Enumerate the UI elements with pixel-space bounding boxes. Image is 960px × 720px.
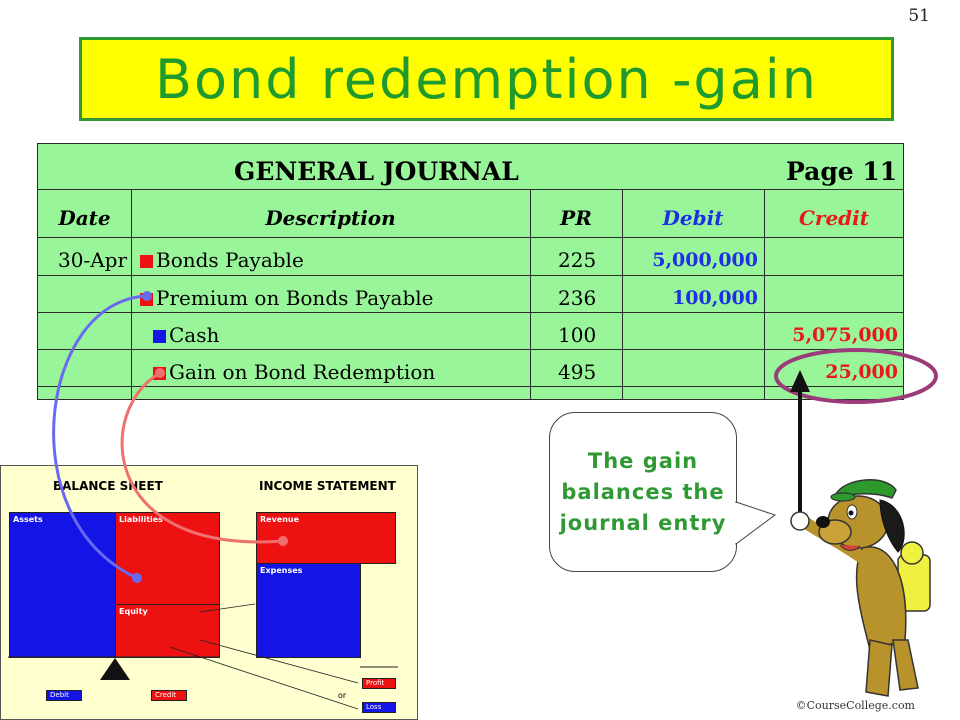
journal-divider [38, 275, 903, 276]
col-head-description: Description [265, 206, 396, 230]
debit-legend: Debit [46, 690, 82, 701]
row-3-description: Cash [153, 323, 219, 347]
row-1-pr: 225 [558, 248, 597, 272]
row-1-description: Bonds Payable [140, 248, 304, 272]
bubble-tail [735, 501, 777, 545]
slide-number: 51 [908, 6, 930, 26]
equity-label: Equity [119, 607, 148, 616]
expenses-arrow [199, 603, 256, 613]
title-banner: Bond redemption -gain [79, 37, 894, 121]
connector-revenue [120, 371, 284, 544]
journal-divider [38, 237, 903, 238]
row-4-pr: 495 [558, 360, 597, 384]
speech-bubble: The gain balances the journal entry [549, 412, 737, 572]
copyright: ©CourseCollege.com [795, 699, 915, 712]
liabilities-label: Liabilities [119, 515, 163, 524]
blue-marker-icon [153, 330, 166, 343]
row-3-pr: 100 [558, 323, 597, 347]
journal-divider [38, 349, 903, 350]
connector-dot [142, 291, 152, 301]
credit-legend: Credit [151, 690, 187, 701]
expenses-block: Expenses [256, 563, 361, 658]
fulcrum-icon [100, 658, 130, 680]
journal-page: Page 11 [786, 157, 898, 186]
col-head-date: Date [58, 206, 111, 230]
journal-col-divider [622, 189, 623, 400]
connector-dot [132, 573, 142, 583]
col-head-pr: PR [560, 206, 592, 230]
red-marker-icon [140, 255, 153, 268]
loss-arrow [169, 646, 359, 710]
expenses-label: Expenses [260, 566, 303, 575]
profit-arrow [199, 639, 359, 684]
journal-col-divider [131, 189, 132, 400]
row-2-debit: 100,000 [672, 287, 758, 309]
journal-divider [38, 189, 903, 190]
callout-text: The gain balances the journal entry [559, 448, 727, 535]
liabilities-block: Liabilities [115, 512, 220, 605]
assets-label: Assets [13, 515, 43, 524]
loss-legend: Loss [362, 702, 396, 713]
col-head-debit: Debit [662, 206, 724, 230]
connector-dot [155, 368, 165, 378]
journal-col-divider [764, 189, 765, 400]
journal-divider [38, 312, 903, 313]
profit-legend: Profit [362, 678, 396, 689]
connector-liabilities [52, 294, 148, 580]
journal-heading: GENERAL JOURNAL [234, 157, 519, 186]
connector-dot [278, 536, 288, 546]
assets-block: Assets [9, 512, 116, 658]
general-journal: GENERAL JOURNAL Page 11 Date Description… [37, 143, 904, 400]
dog-mascot-icon [790, 479, 931, 697]
or-label: or [338, 691, 347, 700]
row-1-date: 30-Apr [58, 248, 128, 272]
income-statement-heading: INCOME STATEMENT [259, 479, 396, 493]
row-1-debit: 5,000,000 [652, 249, 758, 271]
pointer-arrowhead [790, 370, 810, 392]
row-2-pr: 236 [558, 286, 597, 310]
journal-divider [38, 386, 903, 387]
col-head-credit: Credit [799, 206, 869, 230]
slide-title: Bond redemption -gain [154, 47, 819, 111]
journal-col-divider [530, 189, 531, 400]
revenue-label: Revenue [260, 515, 300, 524]
highlight-circle [774, 348, 938, 404]
row-3-credit: 5,075,000 [792, 324, 898, 346]
row-4-credit: 25,000 [825, 361, 898, 383]
